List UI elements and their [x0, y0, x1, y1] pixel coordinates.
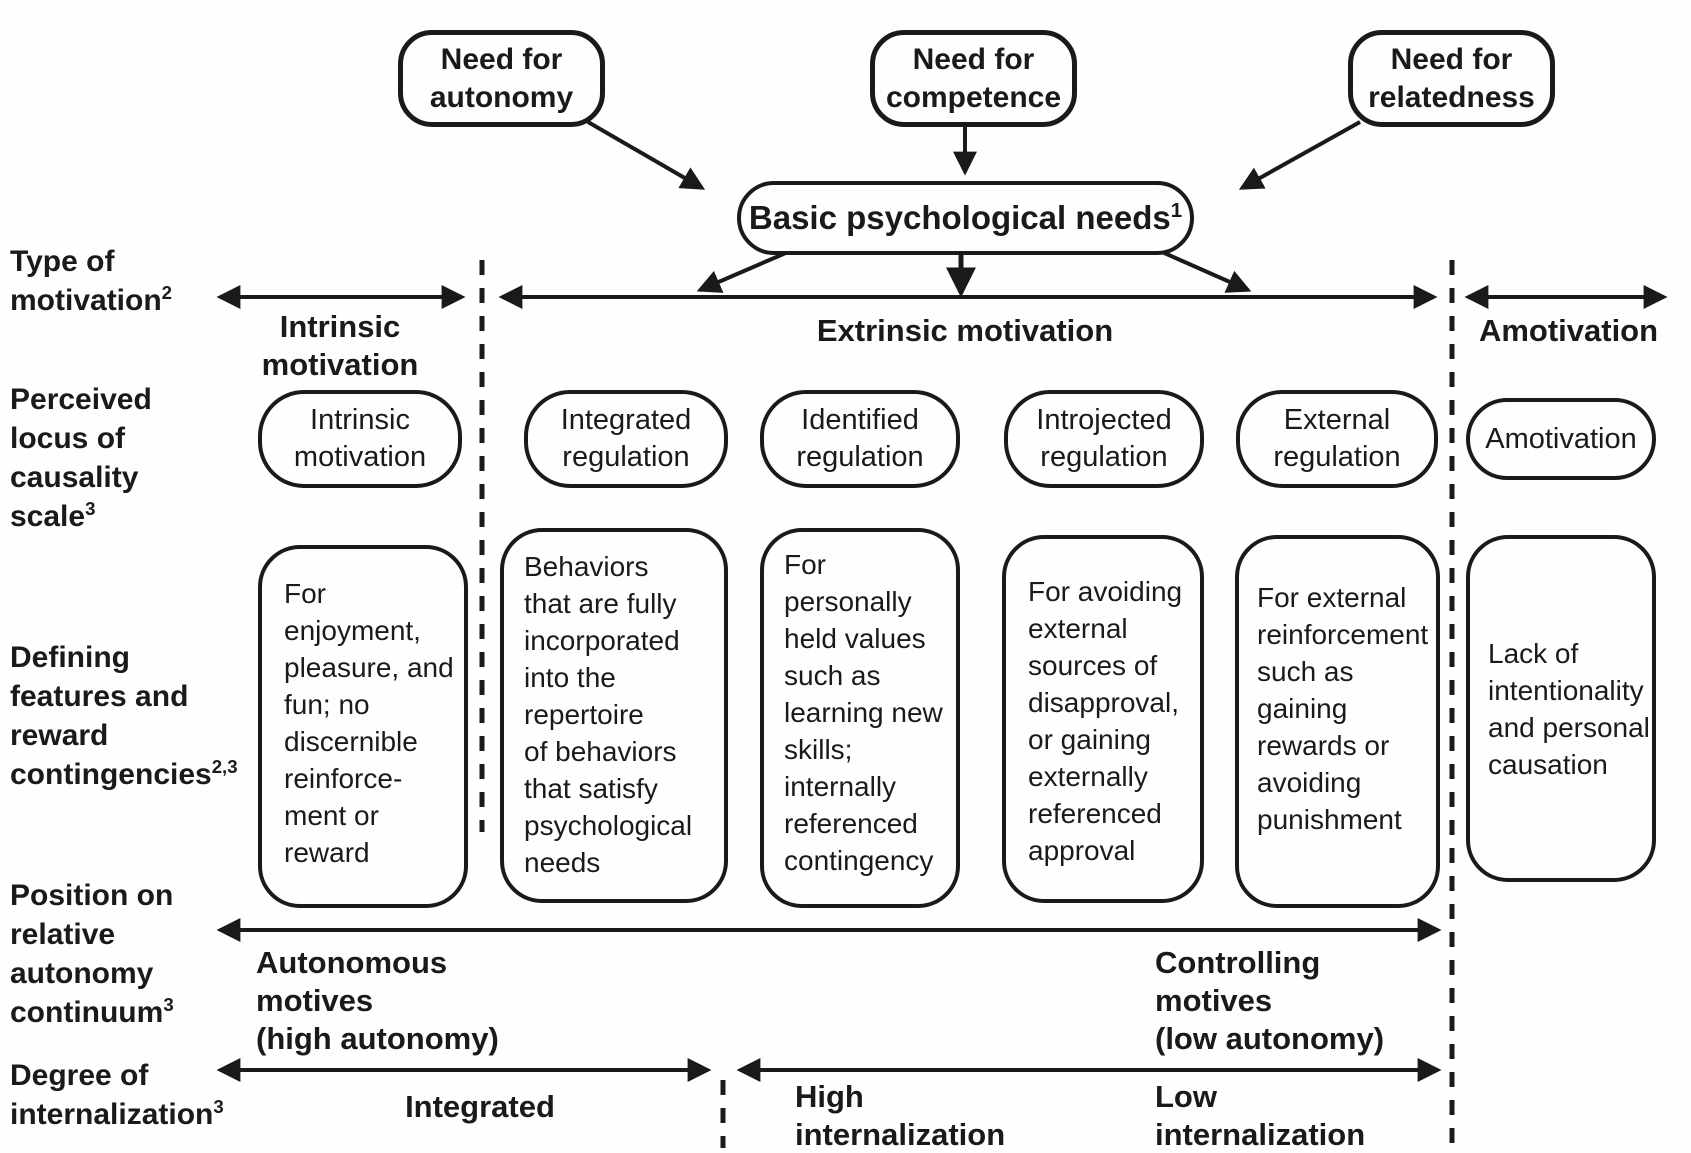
row-label-perceived-locus: Perceived locus of causality scale3 — [10, 380, 152, 536]
footnote-3: 3 — [163, 994, 174, 1015]
ploc-box-identified-regulation: Identified regulation — [760, 390, 960, 488]
autonomous-motives-label: Autonomous motives (high autonomy) — [256, 945, 499, 1056]
integrated-internalization-label: Integrated — [405, 1089, 555, 1124]
defining-box-external: For external reinforcement such as gaini… — [1235, 535, 1440, 908]
row-label-line: Degree of — [10, 1059, 149, 1092]
defining-box-amotivation: Lack of intentionality and personal caus… — [1466, 535, 1656, 882]
row-label-line: scale3 — [10, 498, 96, 533]
ploc-box-introjected-regulation: Introjected regulation — [1004, 390, 1204, 488]
basic-to-continuum-left-arrow — [696, 250, 789, 293]
defining-text: Lack of intentionality and personal caus… — [1488, 637, 1650, 780]
connector-relatedness-to-basic-arrow — [1238, 120, 1361, 190]
row-label-line: Type of — [10, 245, 115, 278]
row-label-degree-internalization: Degree of internalization3 — [10, 1056, 224, 1134]
basic-to-continuum-right-arrow — [1161, 250, 1252, 293]
row-label-line: Defining — [10, 641, 130, 674]
row-label-line: features and — [10, 680, 189, 713]
row-label-line: contingencies2,3 — [10, 756, 238, 791]
row-label-line: reward — [10, 719, 109, 752]
defining-box-integrated: Behaviors that are fully incorporated in… — [500, 528, 728, 903]
row-label-defining-features: Defining features and reward contingenci… — [10, 638, 238, 794]
row-label-line: Perceived — [10, 383, 152, 416]
defining-box-introjected: For avoiding external sources of disappr… — [1002, 535, 1204, 903]
defining-text: For personally held values such as learn… — [784, 549, 943, 876]
defining-text: For external reinforcement such as gaini… — [1257, 582, 1429, 835]
low-internalization-label: Low internalization — [1155, 1079, 1366, 1152]
row-label-line: continuum3 — [10, 994, 174, 1029]
row-label-line: Position on — [10, 879, 174, 912]
controlling-motives-label: Controlling motives (low autonomy) — [1155, 945, 1385, 1056]
need-relatedness-box: Need for relatedness — [1348, 30, 1555, 127]
amotivation-label: Amotivation — [1478, 313, 1659, 348]
footnote-3: 3 — [85, 498, 96, 519]
basic-needs-label: Basic psychological needs1 — [748, 199, 1183, 236]
ploc-box-intrinsic-motivation: Intrinsic motivation — [258, 390, 462, 488]
defining-text: Behaviors that are fully incorporated in… — [524, 551, 693, 878]
defining-text: For avoiding external sources of disappr… — [1028, 576, 1183, 866]
basic-psychological-needs-box: Basic psychological needs1 — [737, 181, 1194, 255]
row-label-line: motivation2 — [10, 282, 173, 317]
row-label-line: relative — [10, 918, 116, 951]
extrinsic-motivation-label: Extrinsic motivation — [816, 313, 1114, 348]
footnote-3: 3 — [213, 1096, 224, 1117]
row-label-line: internalization3 — [10, 1096, 224, 1131]
need-autonomy-box: Need for autonomy — [398, 30, 605, 127]
row-label-line: causality — [10, 461, 139, 494]
high-internalization-label: High internalization — [795, 1079, 1006, 1152]
footnote-2-3: 2,3 — [211, 756, 238, 777]
row-label-line: locus of — [10, 422, 126, 455]
intrinsic-motivation-label: Intrinsic motivation — [261, 309, 419, 382]
ploc-box-amotivation: Amotivation — [1466, 398, 1656, 480]
defining-box-identified: For personally held values such as learn… — [760, 528, 960, 908]
connector-autonomy-to-basic-arrow — [586, 120, 706, 190]
footnote-2: 2 — [161, 282, 173, 303]
row-label-position-autonomy: Position on relative autonomy continuum3 — [10, 876, 174, 1032]
ploc-box-external-regulation: External regulation — [1236, 390, 1438, 488]
defining-text: For enjoyment, pleasure, and fun; no dis… — [284, 578, 454, 868]
footnote-1: 1 — [1170, 199, 1183, 222]
need-competence-box: Need for competence — [870, 30, 1077, 127]
row-label-line: autonomy — [10, 957, 154, 990]
row-label-type-of-motivation: Type of motivation2 — [10, 242, 172, 320]
defining-box-intrinsic: For enjoyment, pleasure, and fun; no dis… — [258, 545, 468, 908]
ploc-box-integrated-regulation: Integrated regulation — [524, 390, 728, 488]
